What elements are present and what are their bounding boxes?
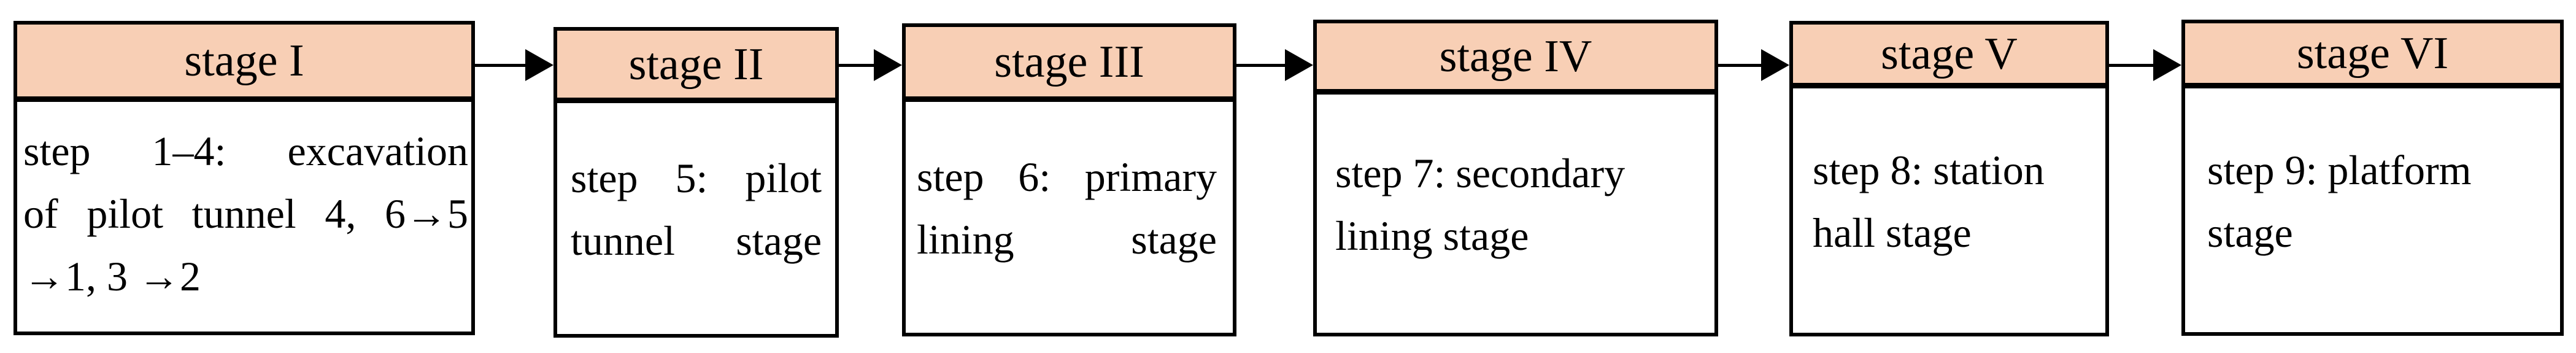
arrow-shaft: [1236, 63, 1285, 67]
stage-6-body: step 9: platform stage: [2185, 88, 2560, 332]
stage-5-header: stage V: [1793, 25, 2105, 88]
body-line: step 8: station: [1813, 147, 2045, 193]
stage-3-header: stage III: [906, 27, 1233, 102]
body-line: →1, 3 →2: [23, 253, 201, 300]
stage-box-1: stage I step 1–4: excavation of pilot tu…: [13, 21, 475, 335]
arrow-shaft: [2109, 63, 2153, 67]
stage-2-header: stage II: [557, 31, 835, 103]
stage-box-4: stage IV step 7: secondary lining stage: [1313, 20, 1718, 336]
stage-4-header: stage IV: [1317, 23, 1714, 95]
stage-box-2: stage II step 5: pilot tunnel stage: [553, 27, 839, 338]
body-line: lining stage: [917, 216, 1217, 263]
right-arrowhead-icon: [2153, 49, 2181, 81]
body-line: step 1–4: excavation: [23, 128, 468, 174]
arrow-shaft: [475, 63, 525, 67]
flow-arrow-2: [839, 49, 902, 81]
right-arrowhead-icon: [1761, 49, 1789, 81]
stage-3-body: step 6: primary lining stage: [906, 102, 1233, 333]
flow-arrow-3: [1236, 49, 1313, 81]
stage-box-3: stage III step 6: primary lining stage: [902, 23, 1236, 336]
stage-5-body: step 8: station hall stage: [1793, 88, 2105, 333]
body-line: tunnel stage: [571, 217, 822, 264]
body-line: step 9: platform: [2207, 146, 2472, 193]
stage-6-header: stage VI: [2185, 23, 2560, 88]
body-line: lining stage: [1335, 212, 1529, 259]
flow-arrow-4: [1718, 49, 1789, 81]
arrow-shaft: [839, 63, 874, 67]
stage-box-5: stage V step 8: station hall stage: [1789, 21, 2109, 336]
body-line: step 5: pilot: [571, 155, 822, 201]
right-arrowhead-icon: [874, 49, 902, 81]
right-arrowhead-icon: [1285, 49, 1313, 81]
stage-1-header: stage I: [17, 25, 471, 102]
body-line: hall stage: [1813, 209, 1972, 256]
flow-arrow-1: [475, 49, 553, 81]
stage-box-6: stage VI step 9: platform stage: [2181, 20, 2564, 336]
stage-4-body: step 7: secondary lining stage: [1317, 95, 1714, 333]
body-line: stage: [2207, 209, 2293, 256]
flow-arrow-5: [2109, 49, 2181, 81]
right-arrowhead-icon: [525, 49, 553, 81]
arrow-shaft: [1718, 63, 1761, 67]
body-line: step 6: primary: [917, 153, 1217, 200]
body-line: of pilot tunnel 4, 6→5: [23, 190, 468, 237]
stage-1-body: step 1–4: excavation of pilot tunnel 4, …: [17, 102, 471, 332]
stage-2-body: step 5: pilot tunnel stage: [557, 103, 835, 334]
body-line: step 7: secondary: [1335, 150, 1625, 196]
